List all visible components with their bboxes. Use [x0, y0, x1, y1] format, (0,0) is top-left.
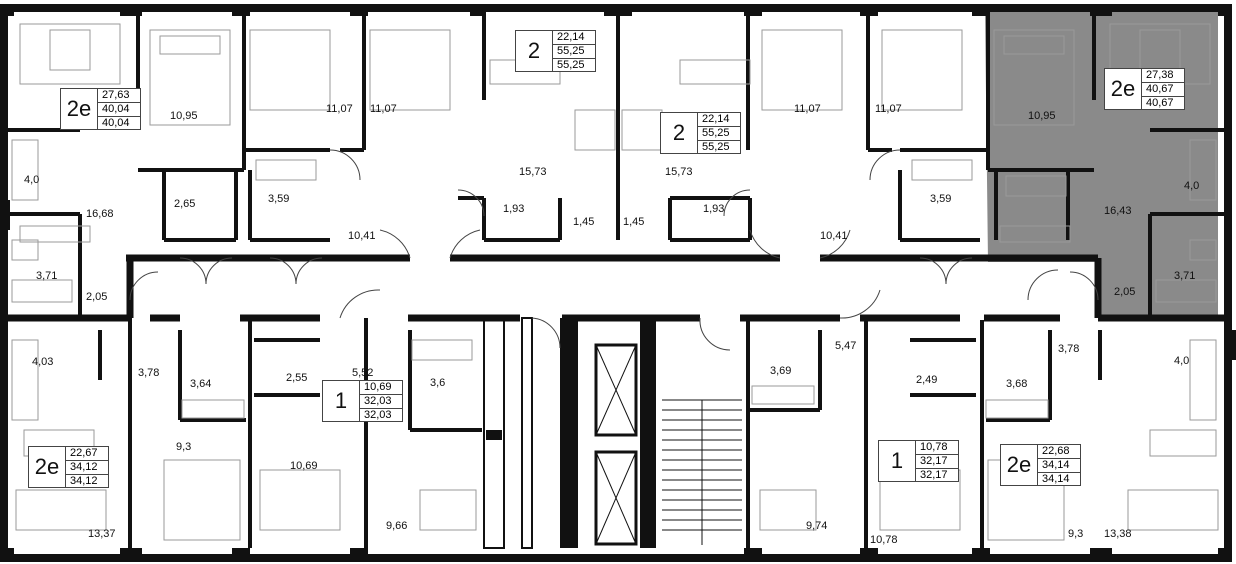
- total-area-with-balcony: 55,25: [557, 59, 585, 71]
- total-area-with-balcony: 55,25: [702, 141, 730, 153]
- total-area: 55,25: [698, 127, 740, 141]
- room-area: 9,74: [806, 520, 828, 532]
- total-area: 40,67: [1142, 83, 1184, 97]
- room-area: 11,07: [326, 103, 353, 115]
- room-area: 16,68: [86, 208, 114, 220]
- stair-lift-core: [483, 317, 742, 549]
- furniture: [11, 23, 1219, 541]
- living-area: 22,14: [553, 31, 595, 45]
- living-area: 22,68: [1038, 445, 1080, 459]
- room-area: 2,55: [286, 372, 308, 384]
- room-area: 3,68: [1006, 378, 1028, 390]
- room-area: 13,38: [1104, 528, 1132, 540]
- total-area-with-balcony: 34,12: [70, 475, 98, 487]
- total-area: 32,17: [916, 455, 958, 469]
- room-area: 2,65: [174, 198, 196, 210]
- corridor-walls: [4, 254, 1228, 322]
- room-area: 15,73: [519, 166, 547, 178]
- room-area: 1,45: [573, 216, 595, 228]
- room-area: 3,6: [430, 377, 446, 389]
- room-area: 9,3: [1068, 528, 1084, 540]
- living-area: 22,67: [66, 447, 108, 461]
- apartment-type: 2: [527, 38, 541, 63]
- room-area: 3,78: [1058, 343, 1080, 355]
- room-area: 4,03: [32, 356, 54, 368]
- living-area: 22,14: [698, 113, 740, 127]
- living-area: 27,38: [1142, 69, 1184, 83]
- room-area: 1,93: [703, 203, 725, 215]
- room-area: 15,73: [665, 166, 693, 178]
- room-area: 11,07: [794, 103, 821, 115]
- door-swings: [129, 149, 1099, 351]
- apartment-type: 1: [334, 388, 348, 413]
- room-area: 10,78: [870, 534, 898, 546]
- total-area: 32,03: [360, 395, 402, 409]
- room-area: 5,52: [352, 367, 374, 379]
- total-area: 34,12: [66, 461, 108, 475]
- room-area: 4,0: [1184, 180, 1200, 192]
- room-area: 11,07: [370, 103, 397, 115]
- apartment-type: 2е: [34, 454, 60, 479]
- room-area: 3,71: [36, 270, 58, 282]
- room-area: 3,71: [1174, 270, 1196, 282]
- total-area-with-balcony: 40,04: [102, 117, 130, 129]
- room-area: 9,66: [386, 520, 408, 532]
- living-area: 10,78: [916, 441, 958, 455]
- total-area-with-balcony: 32,03: [364, 409, 392, 421]
- room-area: 10,95: [170, 110, 198, 122]
- room-area: 4,0: [1174, 355, 1190, 367]
- apartment-type: 2: [672, 120, 686, 145]
- room-area: 3,69: [770, 365, 792, 377]
- room-area: 3,59: [268, 193, 290, 205]
- room-area: 13,37: [88, 528, 116, 540]
- room-area: 2,49: [916, 374, 938, 386]
- room-area: 4,0: [24, 174, 40, 186]
- total-area-with-balcony: 40,67: [1146, 97, 1174, 109]
- room-area: 11,07: [875, 103, 902, 115]
- room-area: 10,41: [820, 230, 848, 242]
- room-area: 3,59: [930, 193, 952, 205]
- room-area: 10,41: [348, 230, 376, 242]
- apartment-type: 2е: [1006, 452, 1032, 477]
- total-area: 55,25: [553, 45, 595, 59]
- living-area: 27,63: [98, 89, 140, 103]
- total-area: 40,04: [98, 103, 140, 117]
- room-area: 3,78: [138, 367, 160, 379]
- apartment-type: 2е: [1110, 76, 1136, 101]
- internal-walls: [4, 12, 1228, 548]
- room-area: 10,95: [1028, 110, 1056, 122]
- room-area: 2,05: [86, 291, 108, 303]
- apartment-type: 1: [890, 448, 904, 473]
- apartment-type: 2е: [66, 96, 92, 121]
- total-area-with-balcony: 34,14: [1042, 473, 1070, 485]
- room-area: 2,05: [1114, 286, 1136, 298]
- room-area: 16,43: [1104, 205, 1132, 217]
- room-area: 1,45: [623, 216, 645, 228]
- total-area: 34,14: [1038, 459, 1080, 473]
- room-area: 1,93: [503, 203, 525, 215]
- room-area: 9,3: [176, 441, 192, 453]
- room-area: 5,47: [835, 340, 857, 352]
- living-area: 10,69: [360, 381, 402, 395]
- total-area-with-balcony: 32,17: [920, 469, 948, 481]
- room-area: 10,69: [290, 460, 318, 472]
- room-area: 3,64: [190, 378, 212, 390]
